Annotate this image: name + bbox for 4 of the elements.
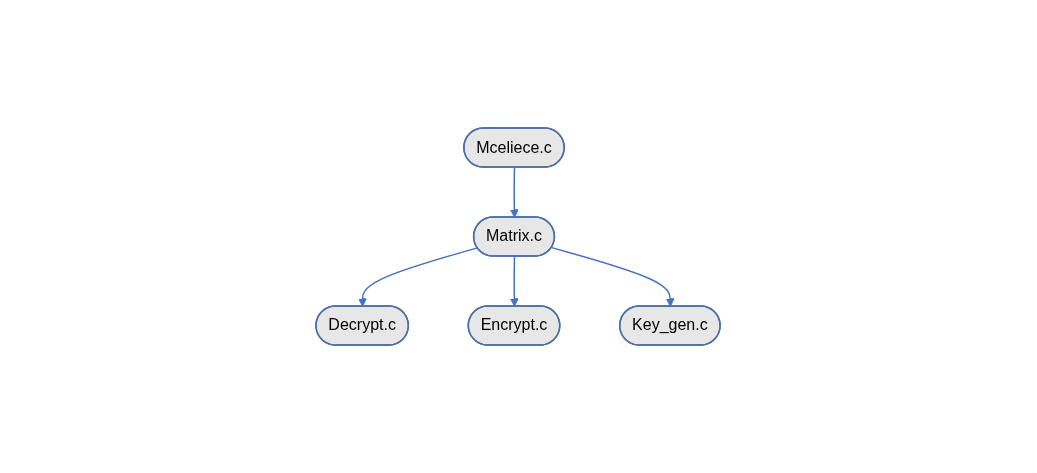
arrow bbox=[551, 246, 676, 307]
arrow bbox=[358, 247, 479, 307]
arrow bbox=[510, 255, 520, 307]
arrow bbox=[510, 166, 520, 218]
